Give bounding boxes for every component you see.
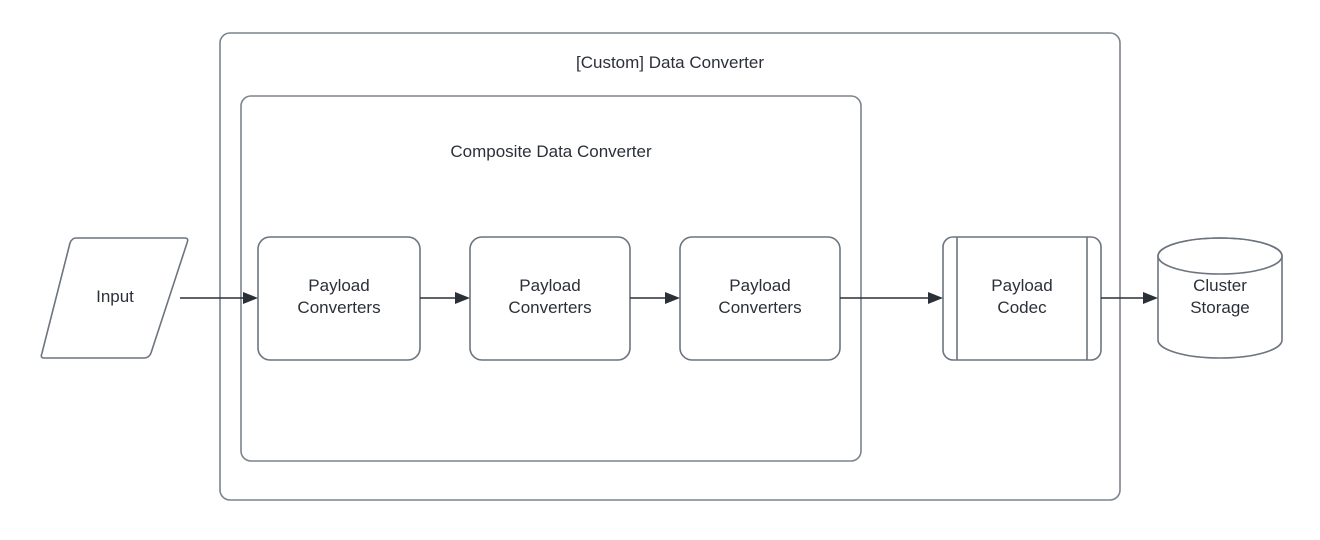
- node-cluster-storage-shape[interactable]: [1157, 237, 1283, 359]
- edge-converter-2-to-converter-3-arrowhead: [665, 292, 680, 304]
- node-input-shape[interactable]: [40, 237, 189, 359]
- edge-codec-to-storage-arrowhead: [1143, 292, 1158, 304]
- edge-converter-1-to-converter-2-arrowhead: [455, 292, 470, 304]
- edge-converter-3-to-codec-arrowhead: [928, 292, 943, 304]
- container-composite-data-converter[interactable]: [240, 95, 862, 462]
- edge-input-to-converter-1-arrowhead: [243, 292, 258, 304]
- node-cluster-storage-top-ellipse: [1157, 237, 1283, 275]
